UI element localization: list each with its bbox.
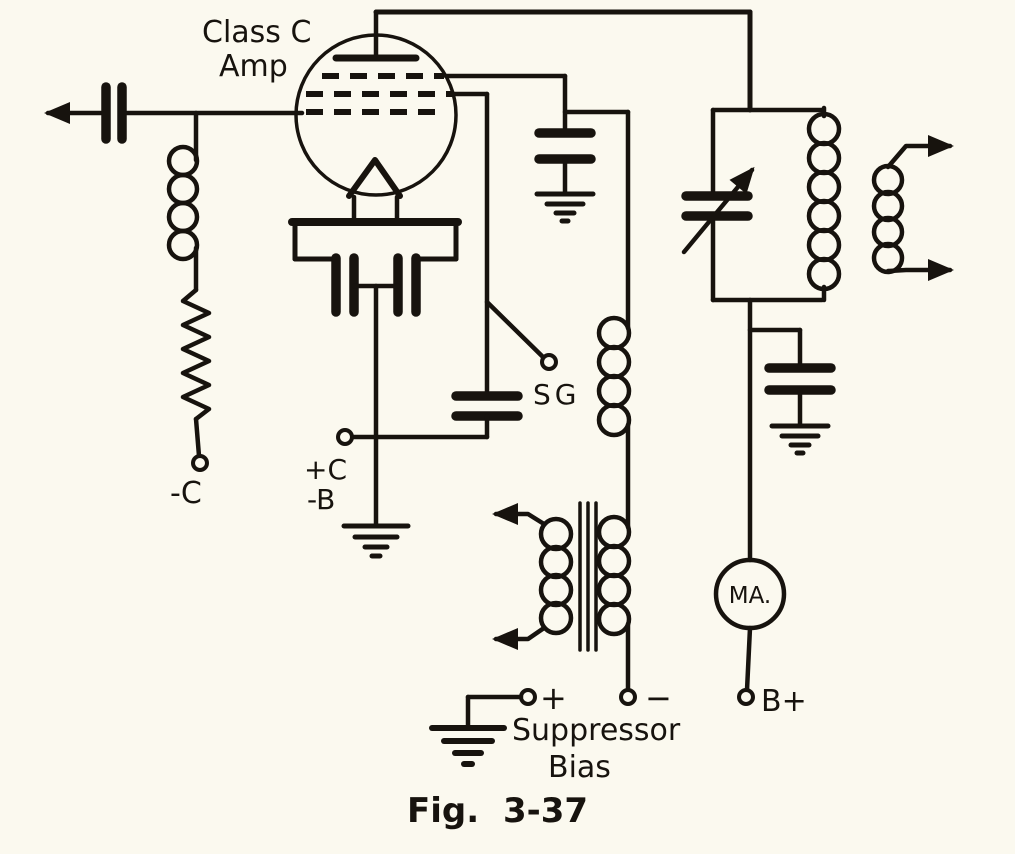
coil-loop bbox=[166, 228, 200, 262]
ground-symbol-filament bbox=[341, 523, 411, 559]
coil-loop bbox=[806, 140, 842, 176]
grid-leak-network: -C bbox=[166, 110, 212, 511]
coil-loop bbox=[596, 373, 632, 409]
coil-loop bbox=[806, 198, 842, 234]
label-suppressor-plus: + bbox=[540, 679, 567, 717]
coil-loop bbox=[806, 256, 842, 292]
sg-tap-wire bbox=[484, 299, 546, 360]
wire bbox=[744, 625, 753, 693]
tube-label: Class C Amp bbox=[202, 15, 311, 84]
audio-arrow-bottom bbox=[492, 625, 547, 650]
output-coupling bbox=[871, 135, 954, 281]
audio-arrow-top bbox=[492, 503, 547, 527]
label-minus-c: -C bbox=[170, 476, 202, 511]
label-plus-c: +C bbox=[304, 453, 347, 486]
terminal-minus-c bbox=[191, 454, 209, 472]
ground-symbol-suppressor bbox=[429, 725, 507, 767]
coil-loop bbox=[596, 344, 632, 380]
suppressor-branch bbox=[443, 73, 632, 530]
coil-loop bbox=[596, 402, 632, 438]
plate-tank-circuit bbox=[373, 9, 842, 303]
terminal-b-plus bbox=[737, 688, 755, 706]
ground-symbol-plate-cap bbox=[769, 423, 831, 456]
coil-loop bbox=[596, 572, 632, 608]
terminal-suppressor-minus bbox=[619, 688, 637, 706]
coil-loop bbox=[538, 600, 574, 636]
vacuum-tube bbox=[294, 9, 458, 224]
output-arrow-bottom bbox=[885, 259, 954, 281]
tube-label-line1: Class C bbox=[202, 15, 311, 50]
suppressor-bias-group: + − Suppressor Bias bbox=[429, 679, 681, 785]
coil-loop bbox=[596, 601, 632, 637]
filament-bypass-network bbox=[288, 218, 462, 559]
terminal-plus-c-minus-b bbox=[336, 428, 354, 446]
label-minus-b: -B bbox=[307, 483, 335, 516]
coil-loop bbox=[596, 543, 632, 579]
label-suppressor: Suppressor bbox=[512, 713, 681, 748]
label-sg: SG bbox=[533, 378, 580, 411]
modulation-transformer bbox=[492, 501, 637, 706]
output-arrow-top bbox=[885, 135, 954, 170]
coil-loop bbox=[806, 227, 842, 263]
coil-loop bbox=[166, 172, 200, 206]
input-coupling bbox=[44, 82, 305, 144]
resistor-zigzag bbox=[180, 287, 212, 422]
coil-loop bbox=[166, 200, 200, 234]
label-bias: Bias bbox=[548, 750, 611, 785]
wire bbox=[193, 416, 202, 459]
coil-loop bbox=[538, 572, 574, 608]
coil-loop bbox=[596, 514, 632, 550]
coil-loop bbox=[166, 144, 200, 178]
terminal-sg bbox=[540, 353, 558, 371]
coil-loop bbox=[806, 169, 842, 205]
tube-label-line2: Amp bbox=[219, 49, 288, 84]
coil-loop bbox=[538, 544, 574, 580]
ground-symbol-screen-cap bbox=[534, 191, 596, 224]
plate-supply-branch: MA. B+ bbox=[713, 297, 836, 719]
screen-grid-branch: SG bbox=[449, 91, 580, 440]
label-suppressor-minus: − bbox=[645, 679, 672, 717]
variable-capacitor-arrow bbox=[681, 166, 755, 255]
figure-caption: Fig. 3-37 bbox=[407, 791, 588, 831]
coil-loop bbox=[806, 111, 842, 147]
cathode-tent bbox=[346, 157, 403, 199]
coil-loop bbox=[596, 315, 632, 351]
label-b-plus: B+ bbox=[761, 684, 807, 719]
bias-terminal-group: +C -B bbox=[304, 428, 490, 516]
label-ma: MA. bbox=[729, 583, 772, 609]
